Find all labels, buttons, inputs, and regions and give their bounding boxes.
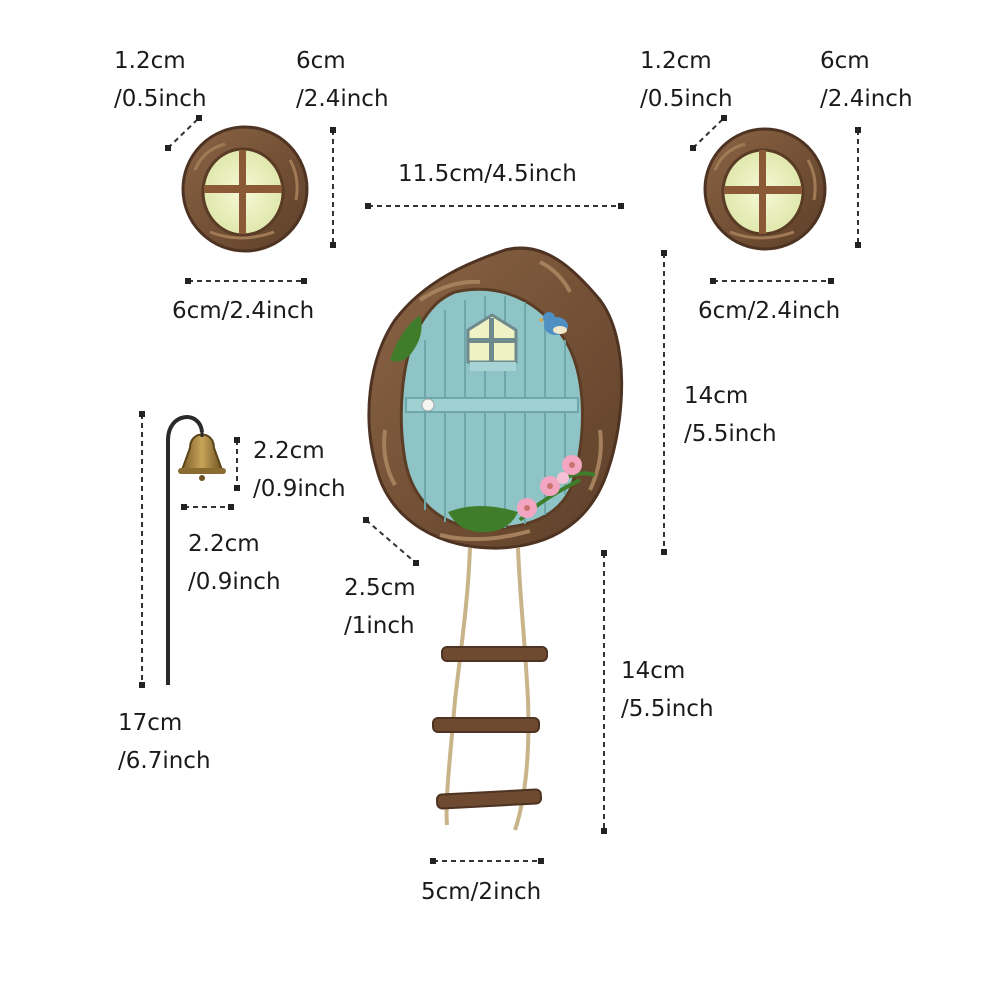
label-ladder-width: 5cm/2inch: [421, 879, 542, 905]
label-ladder-height: 14cm /5.5inch: [621, 658, 714, 722]
dimension-lines: [141, 117, 859, 862]
dim-left-window-depth: [167, 117, 200, 149]
door-flowers: [517, 455, 596, 522]
label-left-window-height: 6cm /2.4inch: [296, 48, 389, 112]
label-door-height: 14cm /5.5inch: [684, 383, 777, 447]
door-bird: [538, 312, 568, 335]
label-right-window-width: 6cm/2.4inch: [698, 298, 841, 324]
dimension-end-markers: [139, 115, 861, 864]
label-door-depth: 2.5cm /1inch: [344, 575, 416, 639]
label-bell-height: 2.2cm /0.9inch: [253, 438, 346, 502]
label-right-window-height: 6cm /2.4inch: [820, 48, 913, 112]
label-right-window-depth: 1.2cm /0.5inch: [640, 48, 733, 112]
tree-door: [367, 246, 624, 550]
left-round-window: [181, 125, 309, 253]
bell-hook: [166, 415, 204, 685]
label-hook-height: 17cm /6.7inch: [118, 710, 211, 774]
dim-door-depth: [365, 519, 417, 564]
right-round-window: [703, 127, 827, 251]
label-left-window-depth: 1.2cm /0.5inch: [114, 48, 207, 112]
label-door-width: 11.5cm/4.5inch: [398, 161, 577, 187]
door-moss: [390, 315, 518, 533]
label-left-window-width: 6cm/2.4inch: [172, 298, 315, 324]
dim-right-window-depth: [692, 117, 725, 149]
bell: [178, 430, 226, 481]
label-bell-width: 2.2cm /0.9inch: [188, 531, 281, 595]
rope-ladder: [432, 547, 548, 831]
